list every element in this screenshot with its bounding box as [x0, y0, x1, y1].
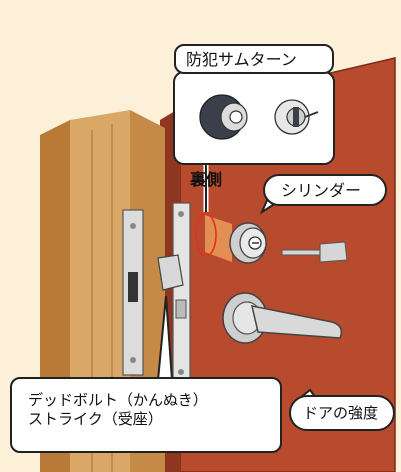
- cylinder-label: シリンダー: [281, 181, 362, 200]
- thumbturn-panel: [173, 71, 335, 165]
- highlight-beam: [205, 215, 232, 262]
- lever-handle: [222, 292, 343, 344]
- deadbolt-label: デッドボルト（かんぬき）: [28, 391, 208, 409]
- back-side-ring: [195, 213, 217, 257]
- latch-plate: [157, 202, 191, 384]
- cylinder-callout: シリンダー: [263, 174, 387, 206]
- strike-label: ストライク（受座）: [28, 409, 163, 428]
- key: [281, 241, 348, 263]
- thumbturn-callout: 防犯サムターン: [174, 44, 334, 74]
- door-strength-callout: ドアの強度: [289, 395, 395, 431]
- thumbturn-label: 防犯サムターン: [186, 50, 297, 69]
- deadbolt-strike-callout: デッドボルト（かんぬき） ストライク（受座）: [10, 377, 282, 453]
- strike-plate: [122, 209, 144, 376]
- cylinder: [229, 222, 267, 264]
- back-side-label: 裏側: [190, 170, 223, 189]
- door-strength-label: ドアの強度: [303, 404, 379, 422]
